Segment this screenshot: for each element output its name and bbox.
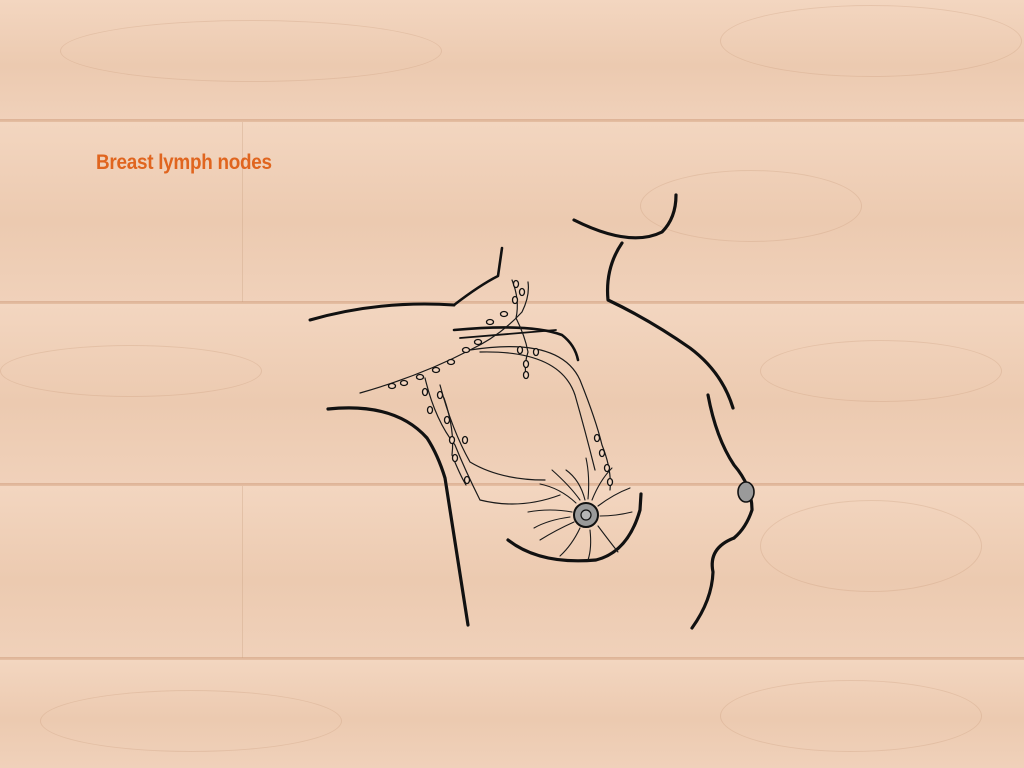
lymph-node xyxy=(443,415,451,425)
lymph-node xyxy=(522,370,530,380)
neck-chest-outline xyxy=(605,241,735,410)
lymph-node xyxy=(461,346,471,354)
lymph-node xyxy=(511,295,519,305)
side-body-outline xyxy=(326,406,470,627)
clavicle-inner xyxy=(459,329,557,339)
lymph-node xyxy=(461,435,469,445)
diagram-title: Breast lymph nodes xyxy=(96,151,272,174)
plank-joint xyxy=(242,486,243,658)
lymph-node xyxy=(603,463,611,473)
nipple xyxy=(580,509,592,521)
lymph-node xyxy=(532,347,540,357)
lymph-node xyxy=(399,379,409,387)
lymph-node xyxy=(593,433,601,443)
lymph-node xyxy=(446,358,456,366)
lymph-node xyxy=(387,382,397,390)
wood-grain xyxy=(40,690,342,752)
lymph-node xyxy=(421,387,429,397)
lymph-node xyxy=(516,345,524,355)
plank-seam xyxy=(0,657,1024,660)
breast-ducts xyxy=(527,457,633,561)
clavicle-outline xyxy=(452,326,580,362)
arm-upper-outline xyxy=(308,302,456,322)
chin-outline xyxy=(572,193,678,240)
breast-outline xyxy=(706,393,754,540)
wood-grain xyxy=(760,340,1002,402)
lymph-node xyxy=(473,338,483,346)
wood-grain xyxy=(760,500,982,592)
lymph-node xyxy=(499,310,509,318)
lymph-node xyxy=(431,366,441,374)
lymph-node xyxy=(415,373,425,381)
wood-grain xyxy=(720,5,1022,77)
lymph-node xyxy=(448,435,456,445)
plank-seam xyxy=(0,301,1024,304)
lymph-node xyxy=(426,405,434,415)
lymph-node xyxy=(512,279,520,289)
side-nipple xyxy=(737,481,755,503)
lymph-node xyxy=(606,477,614,487)
left-breast-outline xyxy=(506,492,643,563)
lymph-node xyxy=(518,287,526,297)
arm-outline xyxy=(452,246,504,307)
plank-seam xyxy=(0,119,1024,122)
wood-grain xyxy=(60,20,442,82)
wood-grain xyxy=(640,170,862,242)
lymph-node xyxy=(522,359,530,369)
lymph-node xyxy=(485,318,495,326)
lymph-vessels xyxy=(359,279,611,505)
lymph-node xyxy=(451,453,459,463)
lymph-node xyxy=(598,448,606,458)
wood-grain xyxy=(0,345,262,397)
lymph-nodes xyxy=(387,279,614,487)
lymph-node xyxy=(436,390,444,400)
wood-grain xyxy=(720,680,982,752)
plank-seam xyxy=(0,483,1024,486)
lymph-node xyxy=(463,475,471,485)
plank-joint xyxy=(242,122,243,302)
torso-outline xyxy=(690,536,736,630)
